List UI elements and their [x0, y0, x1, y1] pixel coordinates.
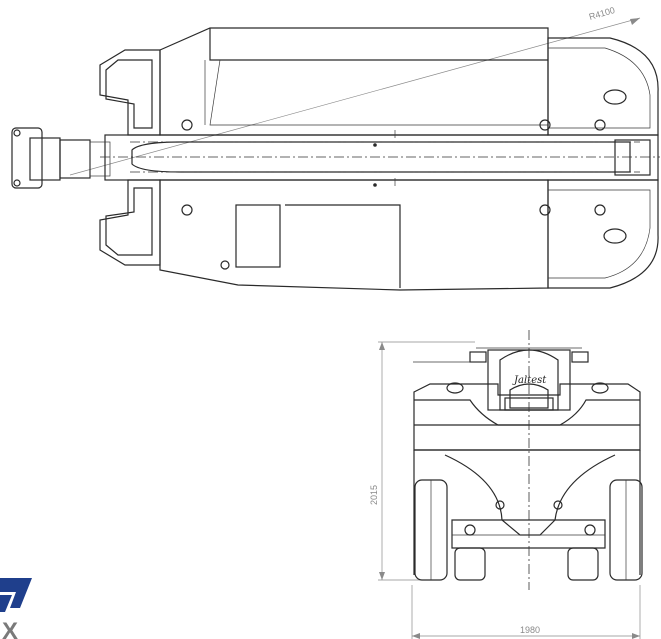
boom-head: Jaltest [413, 330, 589, 590]
radius-label: R4100 [588, 5, 616, 22]
front-body [413, 383, 641, 575]
height-label: 2015 [369, 485, 379, 505]
width-dimension: 1980 [411, 585, 641, 639]
top-view: R4100 [11, 5, 660, 291]
chassis-details [181, 60, 627, 270]
width-label: 1980 [520, 625, 540, 635]
front-wheels [414, 479, 643, 581]
height-dimension: 2015 [369, 341, 475, 581]
logo-mark [0, 578, 32, 608]
brand-logo: X [0, 578, 32, 639]
rear-attachment [11, 127, 111, 189]
front-view: 2015 1980 [369, 330, 643, 639]
radius-dimension: R4100 [69, 5, 641, 176]
brand-script: Jaltest [512, 375, 547, 386]
logo-letter: X [2, 618, 18, 639]
side-lights [446, 382, 609, 394]
boom [100, 134, 660, 187]
lower-body [99, 179, 659, 291]
upper-body [99, 27, 659, 136]
